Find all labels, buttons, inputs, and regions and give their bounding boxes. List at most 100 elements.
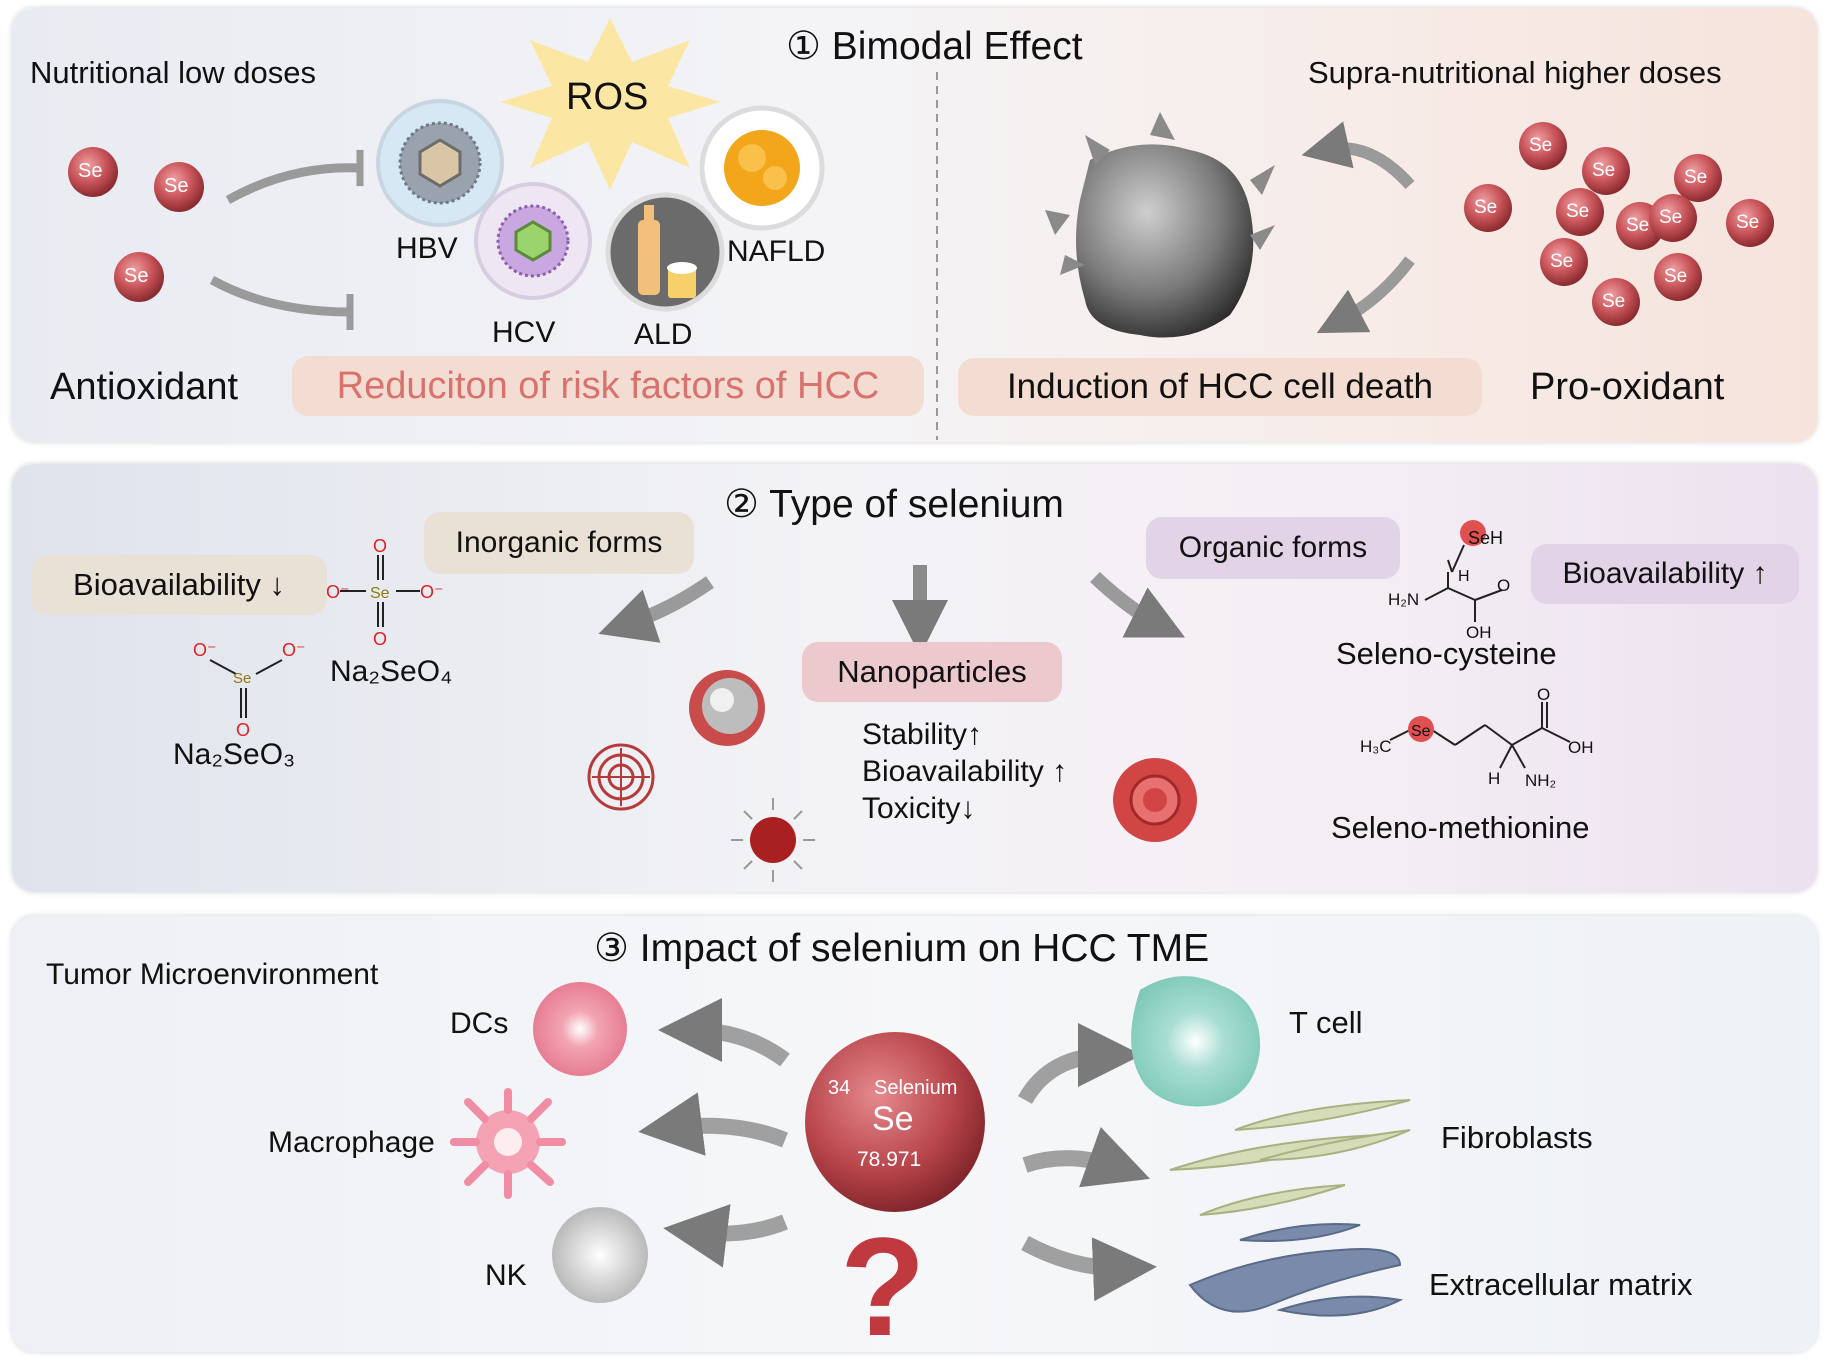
ald-alcohol-icon bbox=[605, 192, 725, 312]
hcv-label: HCV bbox=[492, 316, 556, 349]
hbv-label: HBV bbox=[396, 232, 458, 265]
question-mark-icon: ? bbox=[840, 1208, 926, 1361]
se-ball-label: Se bbox=[1566, 201, 1590, 222]
svg-text:O: O bbox=[1497, 576, 1510, 595]
svg-text:O: O bbox=[236, 720, 250, 740]
t-cell-icon bbox=[1131, 976, 1261, 1107]
ros-starburst-icon bbox=[500, 18, 720, 190]
element-symbol: Se bbox=[872, 1100, 914, 1138]
se-ball-label: Se bbox=[124, 265, 149, 287]
nafld-fatty-liver-icon bbox=[699, 105, 825, 231]
svg-text:O⁻: O⁻ bbox=[282, 640, 306, 660]
ald-label: ALD bbox=[634, 318, 693, 351]
selenomethionine-structure bbox=[1389, 702, 1571, 769]
svg-text:O: O bbox=[373, 536, 387, 556]
svg-text:O⁻: O⁻ bbox=[420, 582, 444, 602]
na2seo4-se-atom: Se bbox=[370, 585, 390, 602]
se-ball-label: Se bbox=[1474, 197, 1498, 218]
inhibit-arrow-lower bbox=[209, 276, 354, 330]
selenocysteine-label: Seleno-cysteine bbox=[1336, 636, 1557, 671]
nanoparticle-coated-icon bbox=[731, 798, 815, 882]
fibroblasts-icon bbox=[1169, 1099, 1411, 1216]
nafld-label: NAFLD bbox=[727, 235, 826, 268]
bioavailability-down-pill: Bioavailability ↓ bbox=[31, 555, 327, 615]
svg-text:Se: Se bbox=[233, 670, 251, 687]
tumor-cell-icon bbox=[1045, 112, 1275, 338]
antioxidant-label: Antioxidant bbox=[50, 366, 239, 408]
element-atomic-number: 34 bbox=[828, 1077, 851, 1099]
arrow-to-ecm bbox=[1021, 1235, 1157, 1302]
macrophage-label: Macrophage bbox=[268, 1126, 435, 1159]
svg-text:H: H bbox=[1488, 769, 1500, 788]
svg-text:H: H bbox=[1458, 568, 1470, 585]
se-ball-label: Se bbox=[1550, 251, 1574, 272]
svg-text:O⁻: O⁻ bbox=[326, 582, 350, 602]
se-ball-label: Se bbox=[1626, 215, 1650, 236]
reduction-risk-pill: Reduciton of risk factors of HCC bbox=[292, 356, 924, 416]
selenocysteine-se-icon bbox=[1460, 520, 1486, 546]
svg-text:Se: Se bbox=[1411, 723, 1431, 740]
organic-forms-pill: Organic forms bbox=[1146, 517, 1400, 579]
se-ball-label: Se bbox=[1529, 135, 1553, 156]
selenomethionine-label: Seleno-methionine bbox=[1331, 810, 1590, 845]
svg-text:OH: OH bbox=[1466, 623, 1492, 642]
ecm-label: Extracellular matrix bbox=[1429, 1267, 1693, 1302]
hcv-virus-icon bbox=[474, 182, 592, 300]
se-ball-label: Se bbox=[1592, 160, 1616, 181]
element-mass: 78.971 bbox=[857, 1148, 922, 1171]
arrow-to-macrophage bbox=[638, 1092, 788, 1156]
inhibit-arrow-upper bbox=[225, 150, 364, 204]
svg-text:SeH: SeH bbox=[1468, 528, 1503, 548]
svg-text:O⁻: O⁻ bbox=[193, 640, 217, 660]
se-ball-label: Se bbox=[164, 175, 189, 197]
selenium-element-sphere bbox=[805, 1032, 985, 1212]
fibroblasts-label: Fibroblasts bbox=[1441, 1120, 1593, 1155]
nanoparticle-star-icon bbox=[1113, 758, 1197, 842]
arrow-to-dcs bbox=[658, 998, 790, 1067]
low-doses-label: Nutritional low doses bbox=[30, 55, 317, 90]
selenocysteine-structure bbox=[1424, 544, 1503, 622]
na2seo3-label: Na₂SeO₃ bbox=[173, 738, 296, 771]
macrophage-icon bbox=[450, 1088, 566, 1199]
svg-text:O: O bbox=[373, 629, 387, 649]
stability-label: Stability↑ bbox=[862, 718, 983, 751]
se-ball-low-3 bbox=[114, 252, 164, 302]
se-ball-high-group bbox=[1464, 122, 1774, 326]
svg-text:OH: OH bbox=[1568, 738, 1594, 757]
prooxidant-label: Pro-oxidant bbox=[1530, 366, 1725, 408]
high-doses-label: Supra-nutritional higher doses bbox=[1308, 55, 1722, 90]
se-ball-low-1 bbox=[68, 147, 118, 197]
hbv-virus-icon bbox=[376, 99, 504, 227]
nk-label: NK bbox=[485, 1259, 527, 1292]
arrow-to-fibroblasts bbox=[1022, 1127, 1151, 1188]
toxicity-label: Toxicity↓ bbox=[862, 792, 976, 825]
arrow-to-organic bbox=[1090, 571, 1186, 638]
arrow-to-tcell bbox=[1018, 1023, 1142, 1105]
svg-text:O: O bbox=[1537, 685, 1550, 704]
tme-label: Tumor Microenvironment bbox=[46, 958, 379, 991]
svg-text:NH₂: NH₂ bbox=[1525, 771, 1556, 790]
selenomethionine-se-icon bbox=[1408, 716, 1434, 742]
se-ball-low-2 bbox=[154, 162, 204, 212]
nk-cell-icon bbox=[552, 1207, 648, 1303]
selenium-type-title: ② Type of selenium bbox=[724, 483, 1064, 526]
se-ball-label: Se bbox=[1684, 167, 1708, 188]
se-ball-label: Se bbox=[1664, 266, 1688, 287]
svg-text:?: ? bbox=[840, 1208, 926, 1361]
nano-bioavailability-label: Bioavailability ↑ bbox=[862, 755, 1068, 788]
svg-text:H₃C: H₃C bbox=[1360, 737, 1391, 756]
na2seo4-structure bbox=[340, 555, 420, 627]
na2seo3-structure bbox=[209, 659, 283, 718]
svg-text:H₂N: H₂N bbox=[1388, 590, 1419, 609]
element-name: Selenium bbox=[874, 1077, 958, 1099]
se-ball-label: Se bbox=[1602, 291, 1626, 312]
arrow-to-tumor-lower bbox=[1316, 256, 1415, 334]
nanoparticle-shell-icon bbox=[689, 670, 765, 746]
bioavailability-up-pill: Bioavailability ↑ bbox=[1531, 544, 1799, 604]
se-ball-label: Se bbox=[1736, 212, 1760, 233]
ros-label: ROS bbox=[566, 76, 649, 118]
arrow-to-nk bbox=[663, 1204, 788, 1268]
extracellular-matrix-icon bbox=[1188, 1223, 1404, 1317]
